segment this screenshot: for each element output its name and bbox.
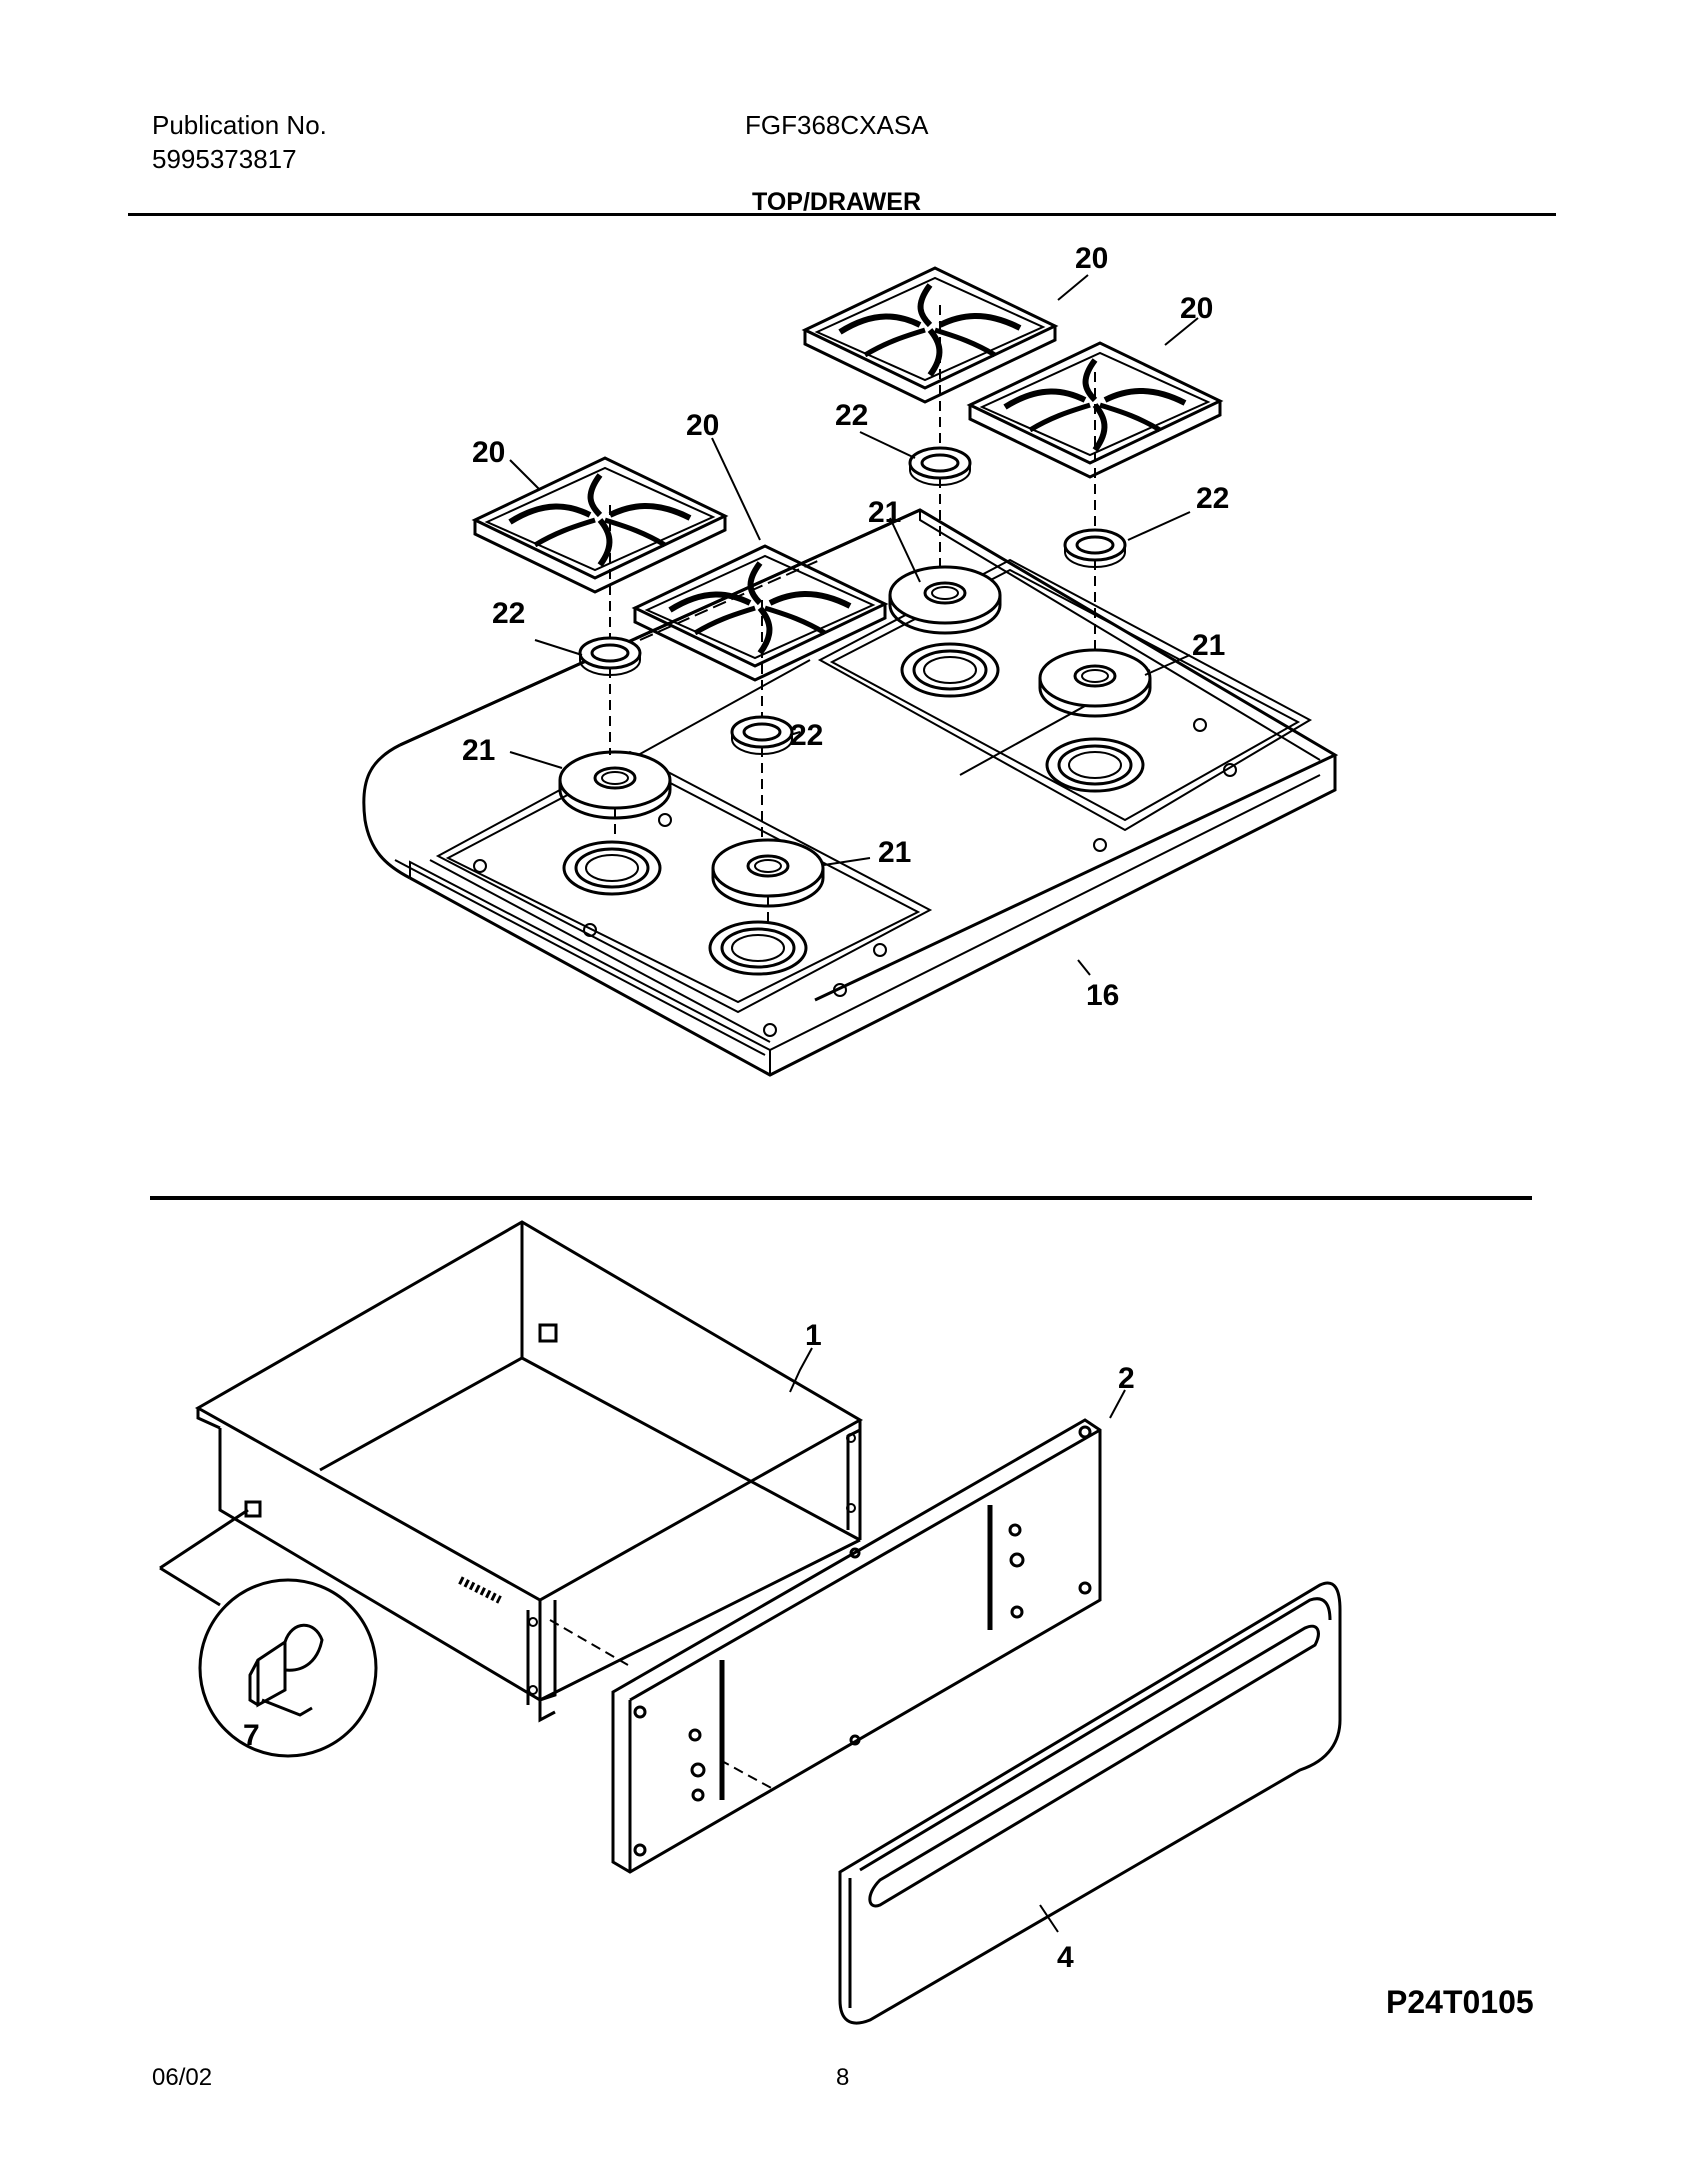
callout-20-a: 20 bbox=[1075, 242, 1108, 275]
section-divider bbox=[150, 1196, 1532, 1200]
drawer-roller bbox=[458, 1433, 856, 1695]
grate-front-left bbox=[475, 458, 725, 592]
callout-21-b: 21 bbox=[1192, 629, 1225, 662]
callout-1: 1 bbox=[805, 1319, 822, 1352]
callout-22-b: 22 bbox=[1196, 482, 1229, 515]
grate-front-center bbox=[635, 546, 885, 680]
callout-22-d: 22 bbox=[790, 719, 823, 752]
burner-cap-back-right bbox=[1038, 648, 1152, 718]
callout-22-a: 22 bbox=[835, 399, 868, 432]
callout-20-b: 20 bbox=[1180, 292, 1213, 325]
drawer-front bbox=[838, 1581, 1342, 2025]
leader-lines bbox=[509, 274, 1199, 976]
drawer-leader-lines bbox=[789, 1347, 1126, 1933]
callout-20-d: 20 bbox=[686, 409, 719, 442]
callout-20-c: 20 bbox=[472, 436, 505, 469]
footer-date: 06/02 bbox=[152, 2064, 213, 2091]
callout-7: 7 bbox=[243, 1719, 260, 1752]
model-number: FGF368CXASA bbox=[745, 110, 929, 140]
figure-code: P24T0105 bbox=[1386, 1984, 1534, 2020]
callout-4: 4 bbox=[1057, 1941, 1074, 1974]
drawer-callouts: 1 2 4 7 bbox=[243, 1319, 1135, 1974]
glide-inset-circle bbox=[159, 1508, 378, 1758]
callout-2: 2 bbox=[1118, 1362, 1135, 1395]
publication-label: Publication No. bbox=[152, 110, 327, 140]
drawer-body bbox=[194, 1220, 864, 1723]
callout-21-d: 21 bbox=[878, 836, 911, 869]
callout-16: 16 bbox=[1086, 979, 1119, 1012]
section-title: TOP/DRAWER bbox=[752, 188, 921, 216]
callout-22-c: 22 bbox=[492, 597, 525, 630]
page-number: 8 bbox=[836, 2064, 850, 2091]
top-callouts: 20 20 20 20 22 22 22 22 21 21 21 21 16 bbox=[462, 242, 1229, 1012]
header-rule bbox=[128, 213, 1556, 216]
alignment-lines bbox=[609, 305, 1096, 922]
publication-number: 5995373817 bbox=[152, 144, 297, 174]
callout-21-a: 21 bbox=[868, 496, 901, 529]
callout-21-c: 21 bbox=[462, 734, 495, 767]
drawer-alignment-lines bbox=[549, 1619, 776, 1791]
drawer-panel bbox=[611, 1418, 1102, 1874]
